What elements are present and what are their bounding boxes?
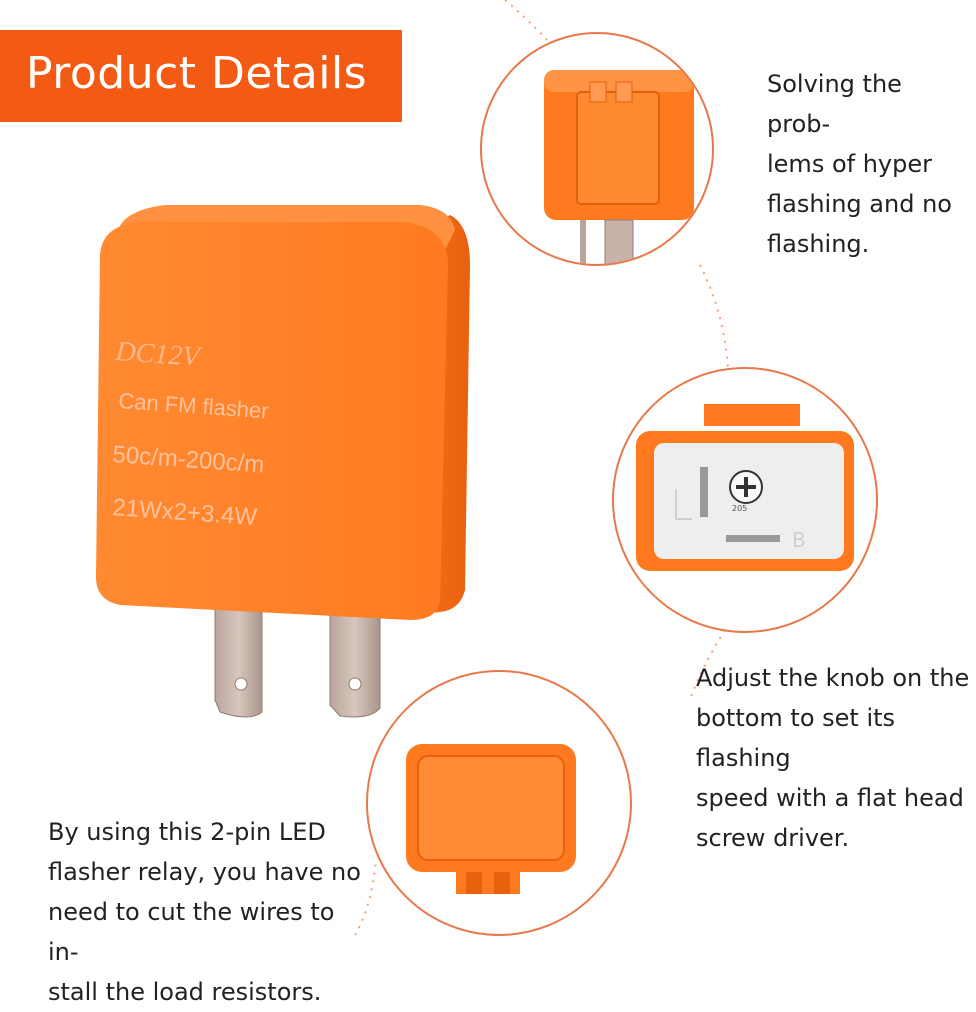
product-details-banner: Product Details (0, 30, 402, 122)
side-view-circle (480, 32, 714, 266)
top-view-circle (366, 670, 632, 936)
connector-lines (354, 0, 729, 936)
pin-mark: B (792, 528, 806, 552)
relay-top-view-image (406, 744, 576, 894)
relay-bottom-view-image: 205 B (636, 404, 854, 571)
callout-hyper-flashing: Solving the prob- lems of hyper flashing… (767, 70, 952, 258)
knob-mark: 205 (732, 504, 747, 513)
callout-no-resistors: By using this 2-pin LED flasher relay, y… (48, 818, 361, 1006)
bottom-view-circle: 205 B (612, 367, 878, 633)
banner-title: Product Details (26, 48, 368, 99)
relay-side-view-image (544, 70, 694, 264)
callout-adjust-knob: Adjust the knob on the bottom to set its… (696, 664, 970, 852)
